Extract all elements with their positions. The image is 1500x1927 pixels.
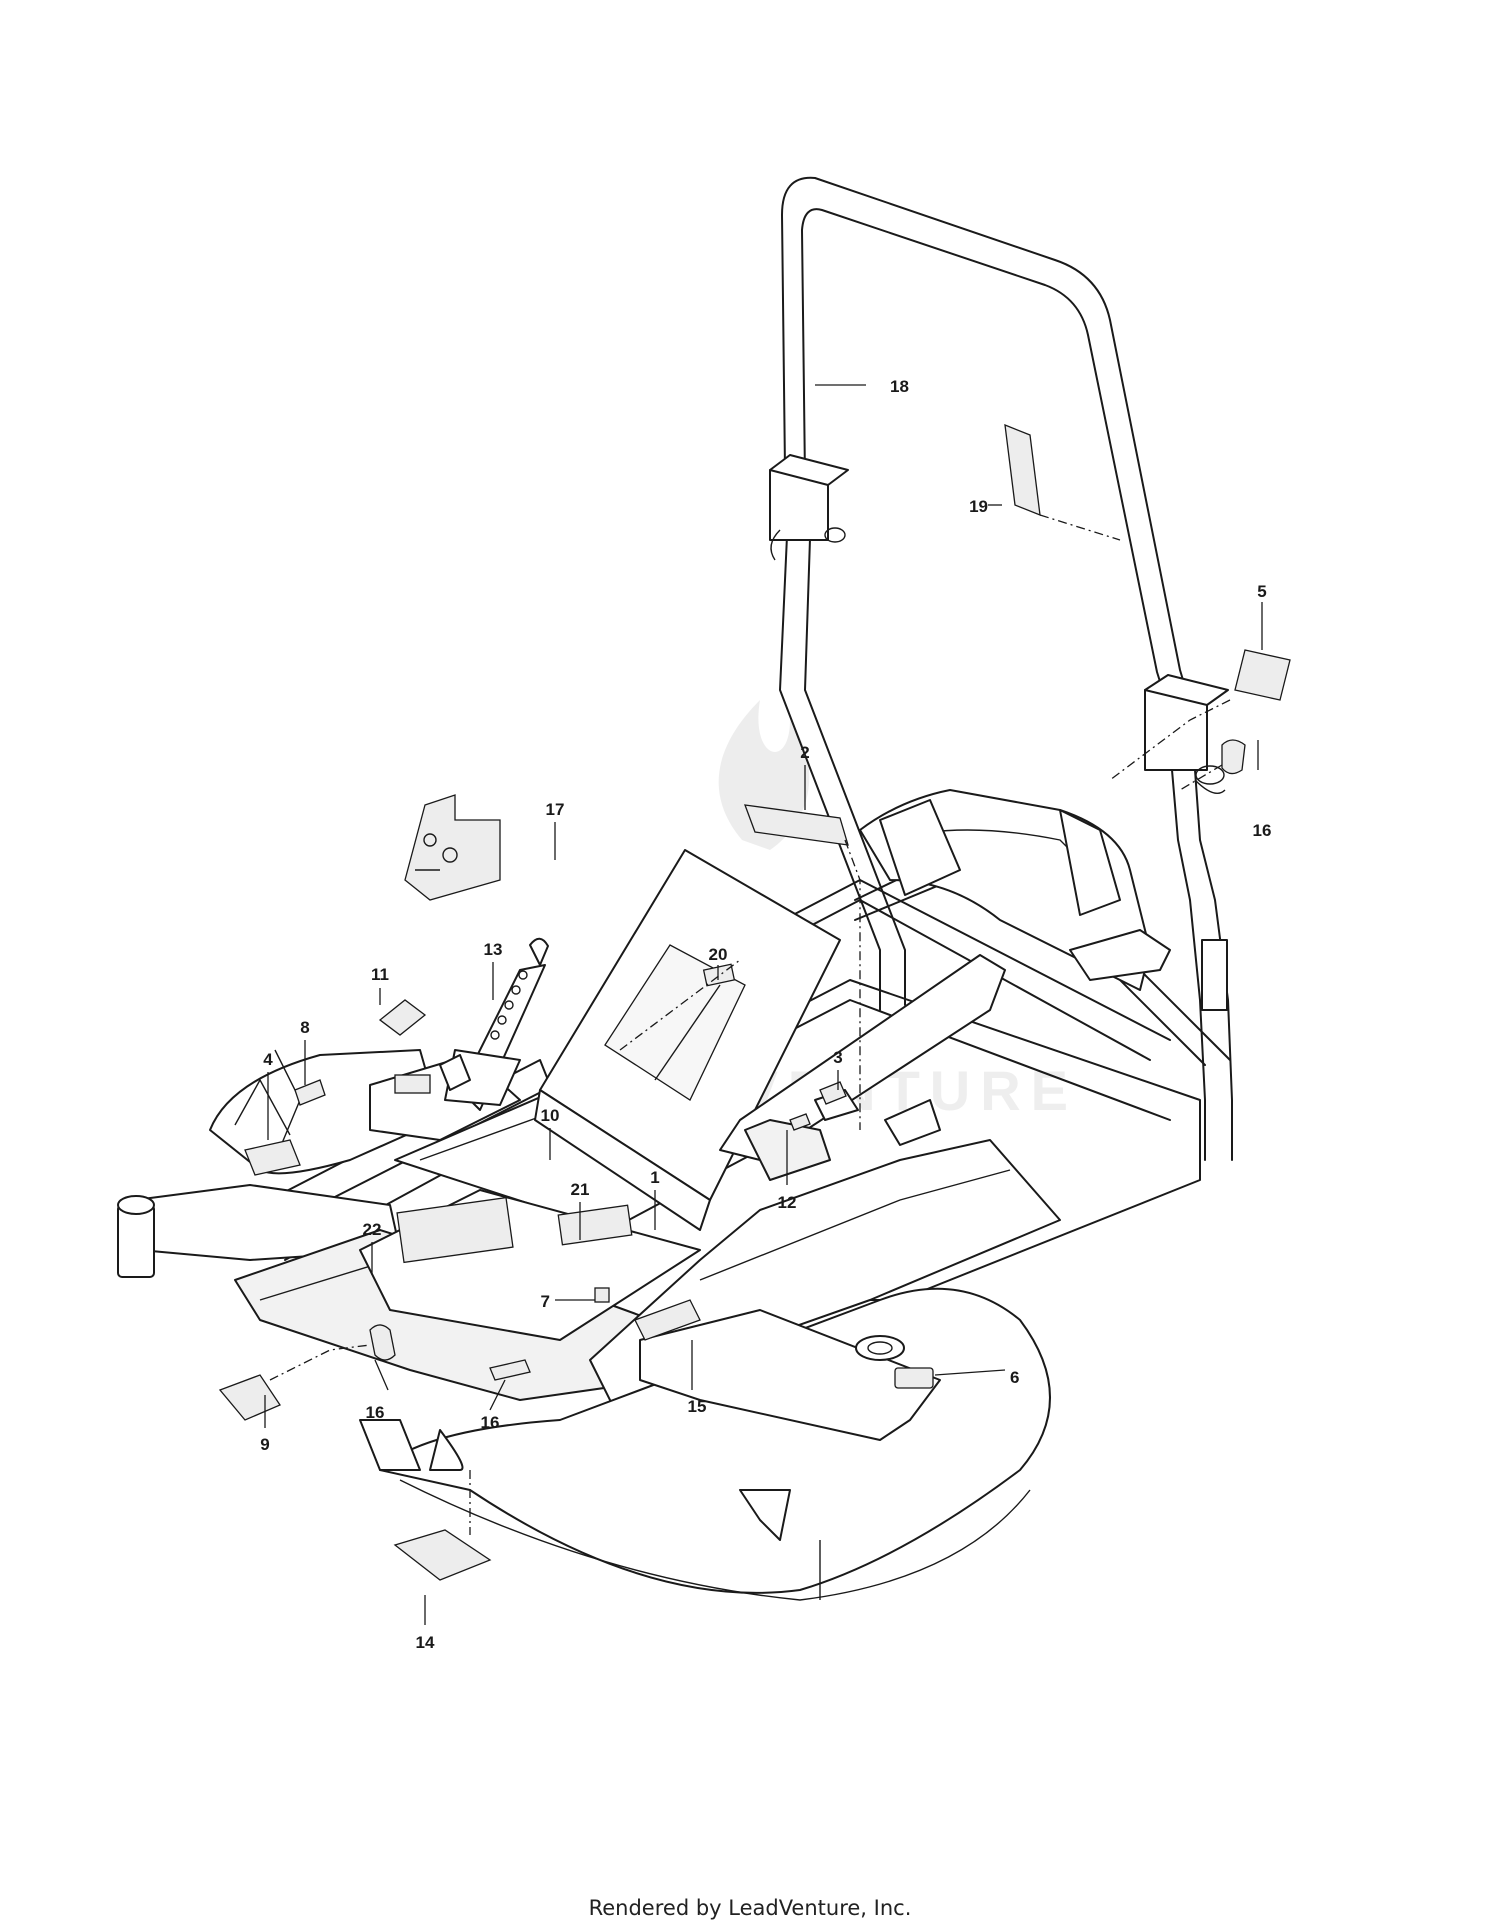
rops-upper-bracket-left — [769, 469, 829, 541]
callout-9: 9 — [260, 1435, 269, 1454]
callout-23: 22 — [363, 1220, 382, 1239]
callout-4: 4 — [263, 1050, 273, 1069]
loose-decals — [218, 423, 1291, 1581]
decal-3 — [819, 1081, 847, 1105]
callout-2: 2 — [800, 743, 809, 762]
decal-2 — [744, 804, 849, 846]
callout-5: 5 — [1257, 582, 1266, 601]
deck-chute-bracket — [739, 1489, 791, 1541]
right-fender — [719, 954, 1006, 1181]
deck-lift-lever — [439, 937, 549, 1111]
rops-bar — [769, 176, 1233, 1161]
callout-18: 17 — [546, 800, 565, 819]
decal-15 — [634, 1299, 701, 1341]
callout-16-right: 16 — [1253, 821, 1272, 840]
callout-14: 14 — [416, 1633, 435, 1652]
callout-1: 1 — [650, 1168, 659, 1187]
leader-lines — [264, 384, 1263, 1625]
callout-19: 18 — [890, 377, 909, 396]
callout-12: 12 — [778, 1193, 797, 1212]
decal-16-left — [369, 1324, 396, 1361]
decal-12 — [789, 1113, 811, 1131]
callout-11: 11 — [371, 965, 389, 984]
callout-20: 19 — [969, 497, 988, 516]
callout-13: 13 — [484, 940, 503, 959]
footer-credit: Rendered by LeadVenture, Inc. — [588, 1896, 912, 1920]
seat — [534, 849, 841, 1231]
callout-22: 21 — [571, 1180, 590, 1199]
decal-9 — [218, 1374, 281, 1421]
decal-7 — [594, 1287, 610, 1303]
decal-14 — [393, 1529, 492, 1581]
decal-5 — [1234, 649, 1291, 701]
callout-15: 15 — [688, 1397, 707, 1416]
callout-17: 16 — [481, 1413, 500, 1432]
callout-3: 3 — [833, 1048, 842, 1067]
callout-6: 6 — [1010, 1368, 1019, 1387]
callout-21: 20 — [709, 945, 728, 964]
callout-16-left: 16 — [366, 1403, 385, 1422]
callout-8: 8 — [300, 1018, 309, 1037]
mower-deck — [359, 1287, 1051, 1601]
callout-numbers: 18 19 5 16 2 17 20 11 13 8 4 3 10 1 21 1… — [260, 377, 1271, 1652]
callout-10: 10 — [541, 1106, 560, 1125]
decal-16-right — [1221, 739, 1246, 775]
decal-11 — [378, 999, 427, 1036]
decal-4 — [244, 1139, 301, 1176]
decal-8 — [294, 1079, 326, 1106]
decal-18 — [404, 794, 501, 901]
front-caster-tube-left — [117, 1204, 155, 1278]
callout-7: 7 — [541, 1292, 550, 1311]
decal-20 — [1004, 423, 1041, 517]
decal-17 — [489, 1359, 531, 1381]
